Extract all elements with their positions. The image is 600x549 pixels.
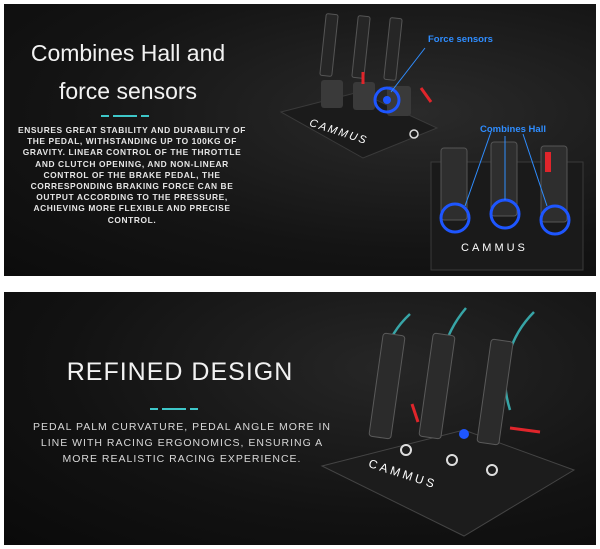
headline-line-2: force sensors — [58, 78, 198, 104]
panel-body-text: ENSURES GREAT STABILITY AND DURABILITY O… — [18, 125, 246, 225]
callout-combines-hall: Combines Hall — [480, 124, 546, 135]
panel-body-text: PEDAL PALM CURVATURE, PEDAL ANGLE MORE I… — [33, 421, 331, 465]
callout-force-sensors: Force sensors — [428, 34, 493, 45]
panel-headline: Combines Hall and force sensors — [20, 34, 236, 110]
decorative-divider — [101, 115, 161, 118]
pedal-set-illustration-bottom: CAMMUS — [430, 131, 584, 271]
pedal-set-illustration-top: CAMMUS — [279, 13, 439, 159]
feature-panel-sensors: Combines Hall and force sensors ENSURES … — [4, 4, 596, 276]
headline-line-1: Combines Hall and — [30, 40, 226, 66]
decorative-divider — [150, 408, 210, 411]
feature-panel-design: REFINED DESIGN PEDAL PALM CURVATURE, PED… — [4, 292, 596, 545]
panel-headline: REFINED DESIGN — [66, 358, 294, 386]
brand-logo: CAMMUS — [461, 242, 528, 254]
pedal-set-illustration: CAMMUS — [320, 307, 576, 537]
